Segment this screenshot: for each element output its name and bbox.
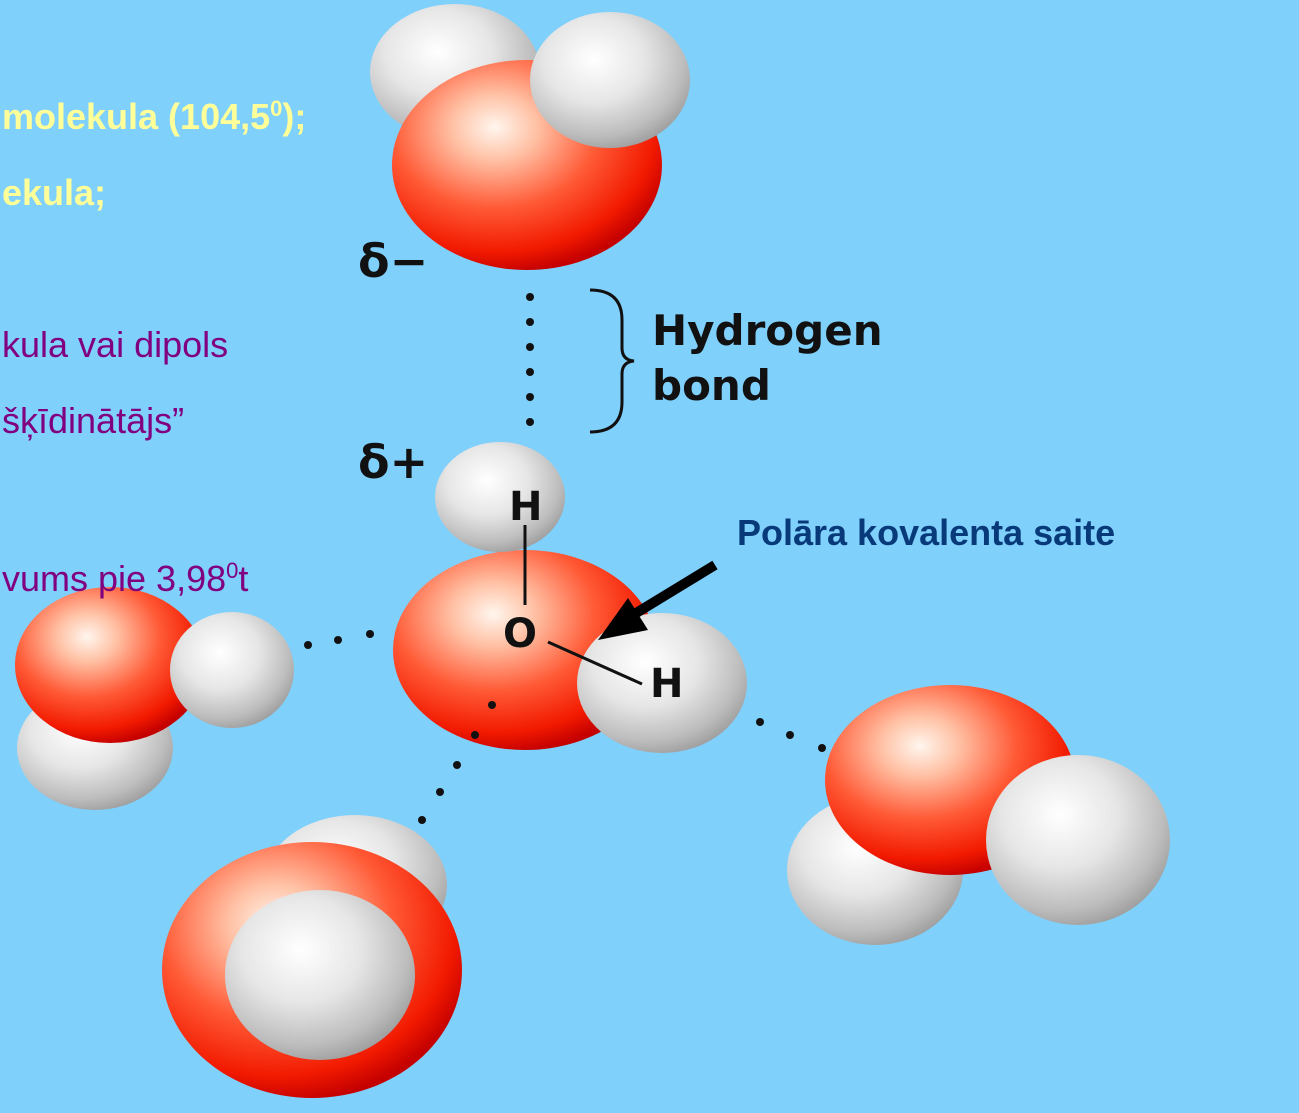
slide-text-line4: šķīdinātājs” bbox=[2, 400, 185, 441]
hydrogen-bond-label-line2: bond bbox=[652, 361, 771, 410]
slide-text-line1: molekula (104,50); bbox=[2, 96, 307, 137]
atom-label-h-right: H bbox=[650, 661, 683, 707]
hydrogen-bond-dots-right bbox=[756, 718, 826, 752]
bond-line-oh-diagonal bbox=[547, 640, 643, 686]
water-molecule-right bbox=[787, 685, 1170, 945]
delta-minus-label: δ− bbox=[358, 234, 428, 288]
water-molecule-bottom-left bbox=[162, 815, 462, 1098]
hydrogen-bond-label-line1: Hydrogen bbox=[652, 306, 883, 355]
hydrogen-bond-dots-left bbox=[304, 630, 374, 649]
hydrogen-bond-dots-vertical bbox=[526, 293, 534, 426]
hydrogen-bond-dots-lower bbox=[418, 701, 496, 824]
polar-covalent-bond-label: Polāra kovalenta saite bbox=[737, 512, 1116, 553]
delta-plus-label: δ+ bbox=[358, 435, 428, 489]
water-molecule-top bbox=[370, 4, 690, 270]
atom-label-o: O bbox=[503, 611, 537, 657]
slide-text-line3: kula vai dipols bbox=[2, 324, 229, 365]
water-molecule-center bbox=[393, 442, 747, 753]
water-molecule-left bbox=[15, 587, 294, 810]
polar-bond-arrow bbox=[598, 560, 718, 640]
atom-label-h-top: H bbox=[509, 484, 542, 530]
slide-text-line5: vums pie 3,980t bbox=[2, 558, 249, 599]
slide-text-line2: ekula; bbox=[2, 172, 107, 213]
hydrogen-bond-brace bbox=[589, 288, 635, 434]
